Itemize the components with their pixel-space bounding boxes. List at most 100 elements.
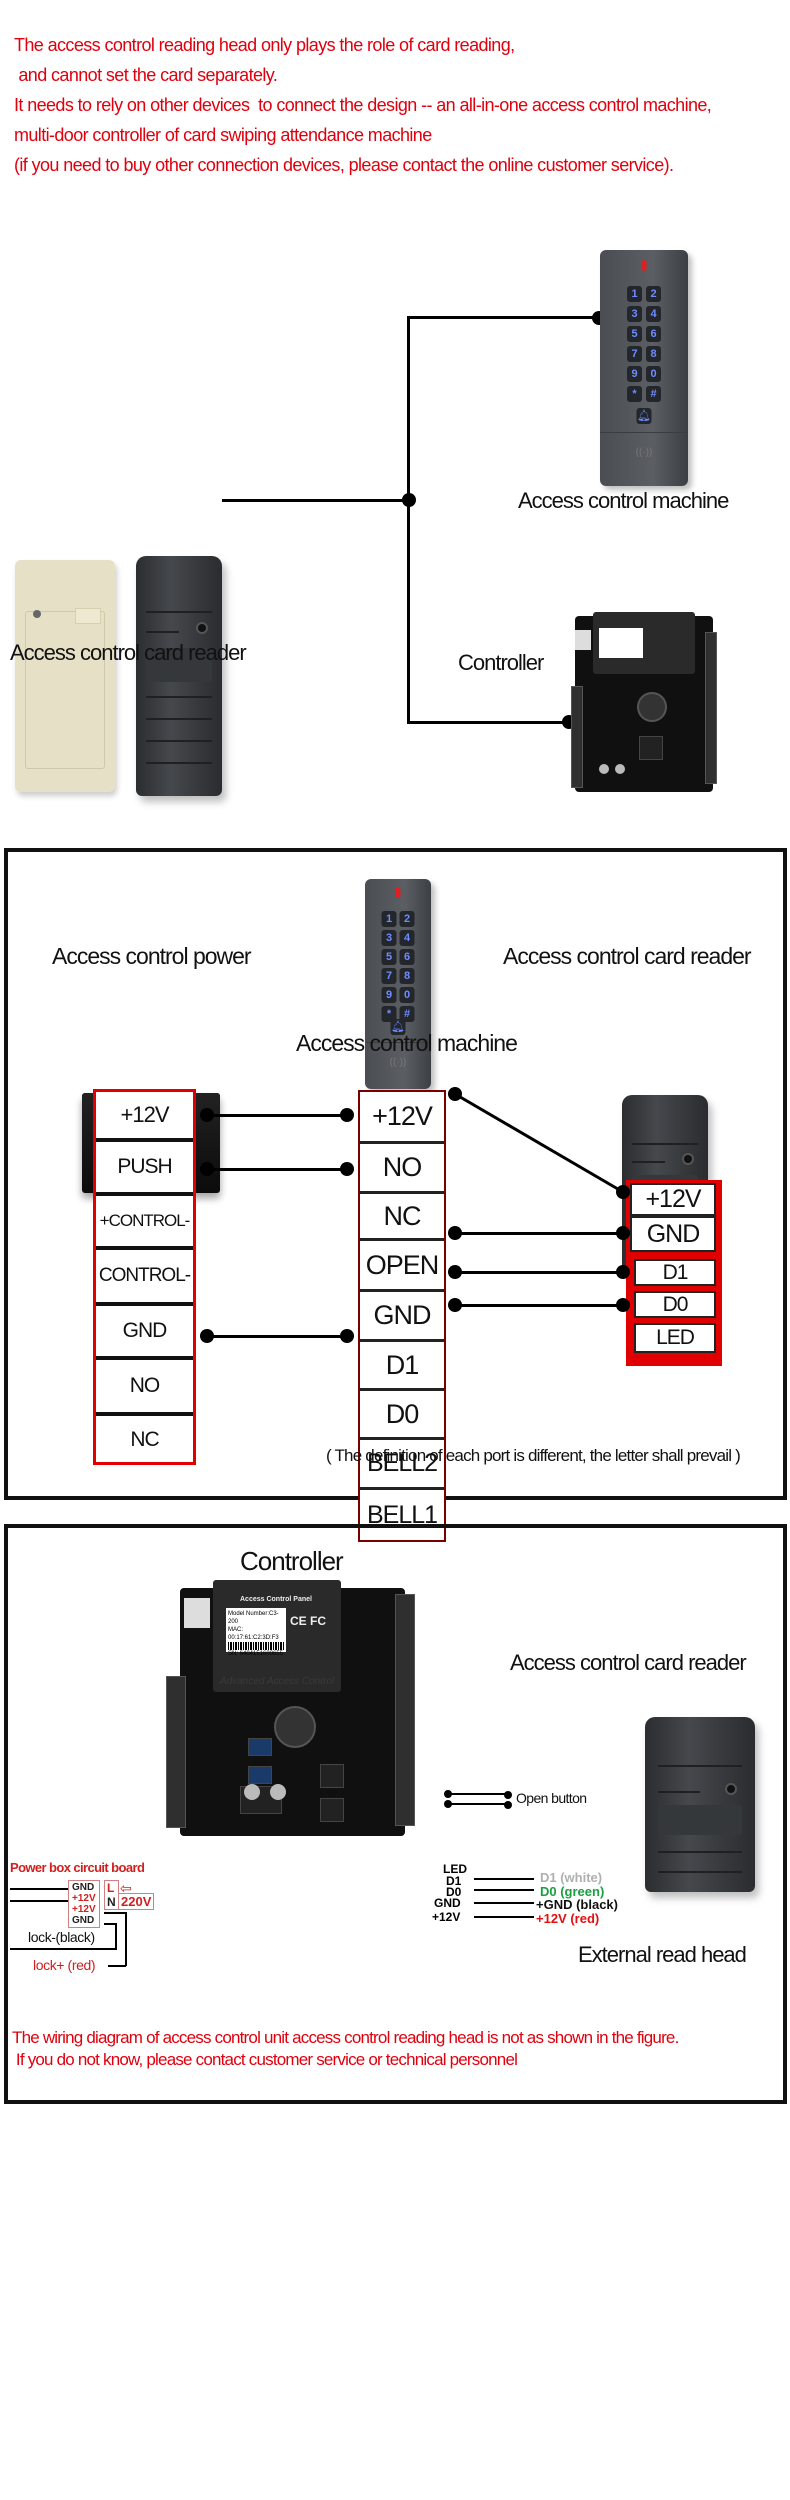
open-button-label: Open button [516, 1790, 587, 1806]
lock-plus-wire [104, 1912, 126, 1914]
wire-12v [206, 1114, 348, 1117]
wire-d0 [474, 1889, 534, 1891]
intro-line: The access control reading head only pla… [14, 35, 515, 55]
intro-line: multi-door controller of card swiping at… [14, 125, 432, 145]
wire [10, 1900, 68, 1902]
rfid-icon: ((·)) [365, 1042, 431, 1068]
pin-label-d0: D0 [446, 1885, 462, 1899]
keypad-key: 7 [381, 968, 397, 984]
junction-dot [402, 493, 416, 507]
wire-12v-diagonal [454, 1092, 624, 1194]
power-terminal-block: +12V PUSH +CONTROL- CONTROL- GND NO NC [93, 1089, 196, 1465]
terminal-cell: D0 [634, 1291, 716, 1318]
keypad-key: 3 [381, 930, 397, 946]
keypad-key: 9 [381, 987, 397, 1003]
card-reader-label: Access control card reader [10, 640, 247, 665]
connection-dot [504, 1801, 512, 1809]
connection-dot [340, 1329, 354, 1343]
controller-board-image: Access Control Panel Model Number:C3-200… [166, 1580, 415, 1836]
wire-push-no [206, 1168, 348, 1171]
lock-plus-wire [108, 1965, 126, 1967]
wire-d1 [455, 1271, 623, 1274]
label-plate: Model Number:C3-200 MAC: 00:17:61:C2:3D:… [226, 1608, 286, 1657]
terminal-cell: GND [360, 1292, 444, 1342]
terminal-cell: +12V [360, 1092, 444, 1144]
bell-icon: 🔔︎ [636, 408, 652, 424]
wire-d1 [474, 1878, 534, 1880]
connection-dot [200, 1108, 214, 1122]
cover-text: Advanced Access Control [220, 1676, 335, 1687]
card-reader-label: Access control card reader [510, 1650, 747, 1675]
wire [407, 316, 410, 724]
wire-12v [474, 1916, 534, 1918]
keypad-key: 1 [381, 911, 397, 927]
power-box-title: Power box circuit board [10, 1860, 145, 1875]
keypad-key: 0 [399, 987, 415, 1003]
keypad-key: 3 [627, 306, 642, 322]
wire [407, 721, 571, 724]
access-control-machine-label: Access control machine [296, 1030, 518, 1056]
connection-dot [448, 1298, 462, 1312]
keypad-key: 9 [627, 366, 642, 382]
terminal-cell: NC [130, 1428, 159, 1451]
wire-gnd [474, 1902, 534, 1904]
lock-minus-wire [10, 1948, 115, 1950]
keypad-key: 1 [627, 286, 642, 302]
pin-label-gnd: GND [434, 1896, 461, 1910]
connection-dot [616, 1265, 630, 1279]
wire [10, 1888, 68, 1890]
reader-wire-label: +GND (black) [536, 1897, 618, 1912]
ac-voltage-label: 220V [118, 1893, 155, 1910]
open-button-wire [448, 1803, 508, 1805]
terminal-label: L [107, 1881, 115, 1895]
terminal-cell: +12V [96, 1092, 193, 1142]
keypad-key: 5 [627, 326, 642, 342]
wire [407, 316, 599, 319]
terminal-cell: NO [360, 1144, 444, 1194]
power-box-terminals: GND +12V +12V GND [68, 1880, 100, 1928]
terminal-cell: NC [360, 1194, 444, 1241]
intro-line: and cannot set the card separately. [14, 65, 278, 85]
keypad-key: 7 [627, 346, 642, 362]
power-label: Access control power [52, 943, 252, 969]
external-read-head-label: External read head [578, 1942, 747, 1967]
lock-minus-label: lock-(black) [28, 1929, 95, 1945]
terminal-cell: D1 [634, 1259, 716, 1286]
wire-d0 [455, 1304, 623, 1307]
connection-dot [448, 1265, 462, 1279]
keypad-key: # [646, 386, 661, 402]
warning-line: The wiring diagram of access control uni… [12, 2028, 679, 2047]
external-reader-image [645, 1717, 755, 1892]
connection-dot [448, 1226, 462, 1240]
port-definition-note: ( The definition of each port is differe… [326, 1446, 741, 1465]
terminal-label: N [107, 1895, 116, 1909]
keypad-key: 0 [646, 366, 661, 382]
intro-line: It needs to rely on other devices to con… [14, 95, 712, 115]
terminal-cell: LED [634, 1323, 716, 1353]
keypad-key: * [627, 386, 642, 402]
pin-label-12v: +12V [432, 1910, 461, 1924]
access-control-machine-label: Access control machine [518, 488, 729, 513]
connection-dot [444, 1790, 452, 1798]
wire-gnd [206, 1335, 348, 1338]
connection-dot [616, 1185, 630, 1199]
reader-terminal-block: +12V GND D1 D0 LED [626, 1180, 722, 1366]
lock-wire [104, 1923, 116, 1925]
warning-line: If you do not know, please contact custo… [12, 2050, 518, 2069]
reader-wire-label: D0 (green) [540, 1884, 605, 1899]
lock-plus-label: lock+ (red) [33, 1957, 96, 1973]
lock-plus-wire-vertical [125, 1912, 127, 1966]
open-button-wire [448, 1793, 508, 1795]
intro-note: The access control reading head only pla… [14, 30, 712, 180]
bell-icon: 🔔︎ [390, 1019, 406, 1035]
controller-diagram-frame [4, 1524, 787, 2104]
terminal-cell: D0 [360, 1391, 444, 1440]
panel-title: Access Control Panel [240, 1596, 312, 1603]
terminal-cell: +CONTROL- [96, 1196, 193, 1250]
keypad-key: 4 [646, 306, 661, 322]
connection-dot [340, 1162, 354, 1176]
pin-label-led: LED [443, 1862, 467, 1876]
terminal-cell: +12V [630, 1183, 716, 1216]
rfid-icon: ((·)) [600, 432, 688, 458]
keypad-key: 4 [399, 930, 415, 946]
